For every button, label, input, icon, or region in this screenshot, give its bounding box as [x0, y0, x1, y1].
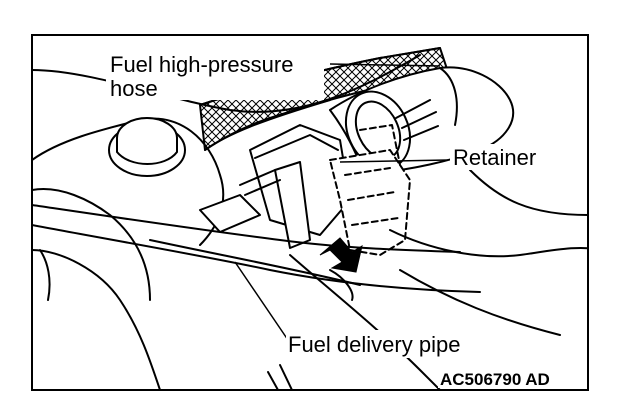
tab-notch [329, 269, 354, 301]
figure-code-backing [438, 368, 584, 388]
retainer-label-backing [450, 144, 554, 170]
label-fuel-delivery-pipe: Fuel delivery pipe [288, 332, 460, 357]
engine-outline-lower [32, 188, 151, 301]
rail-edge-bottom [204, 99, 331, 151]
hose-ribs [395, 99, 439, 141]
figure-code-suffix: AD [525, 370, 550, 389]
retainer-detail [344, 167, 399, 226]
figure-code-number: AC506790 [440, 370, 521, 389]
leader-lines [234, 63, 449, 341]
right-structure-top [389, 229, 588, 258]
delivery-pipe-top [32, 204, 461, 253]
right-structure-bottom [399, 269, 561, 336]
delivery-pipe-bottom [32, 224, 481, 293]
retainer-leader [339, 159, 449, 163]
hose-label-backing [106, 52, 324, 100]
bottom-hose-stub [267, 364, 293, 390]
connector-tab [199, 194, 261, 233]
right-structure-mid [469, 169, 588, 216]
connector-edge [254, 134, 339, 159]
connector-face [274, 161, 311, 249]
label-hose-line1: Fuel high-pressure [110, 52, 293, 77]
pipe-label-backing [286, 330, 484, 358]
connector-tab-lines [239, 169, 281, 196]
engine-detail-left [39, 249, 51, 301]
pipe-detail [149, 239, 361, 286]
retainer [329, 149, 411, 256]
fuel-hose-rim [439, 67, 458, 126]
hose-leader [329, 63, 441, 67]
pipe-leader [234, 261, 289, 341]
bolt-side [116, 137, 178, 165]
lower-bracket [289, 254, 441, 390]
label-hose-line2: hose [110, 76, 158, 101]
label-retainer: Retainer [453, 145, 536, 170]
retainer-top [359, 124, 401, 166]
engine-outline-bottom [32, 249, 161, 390]
direction-arrow-icon [319, 237, 363, 273]
